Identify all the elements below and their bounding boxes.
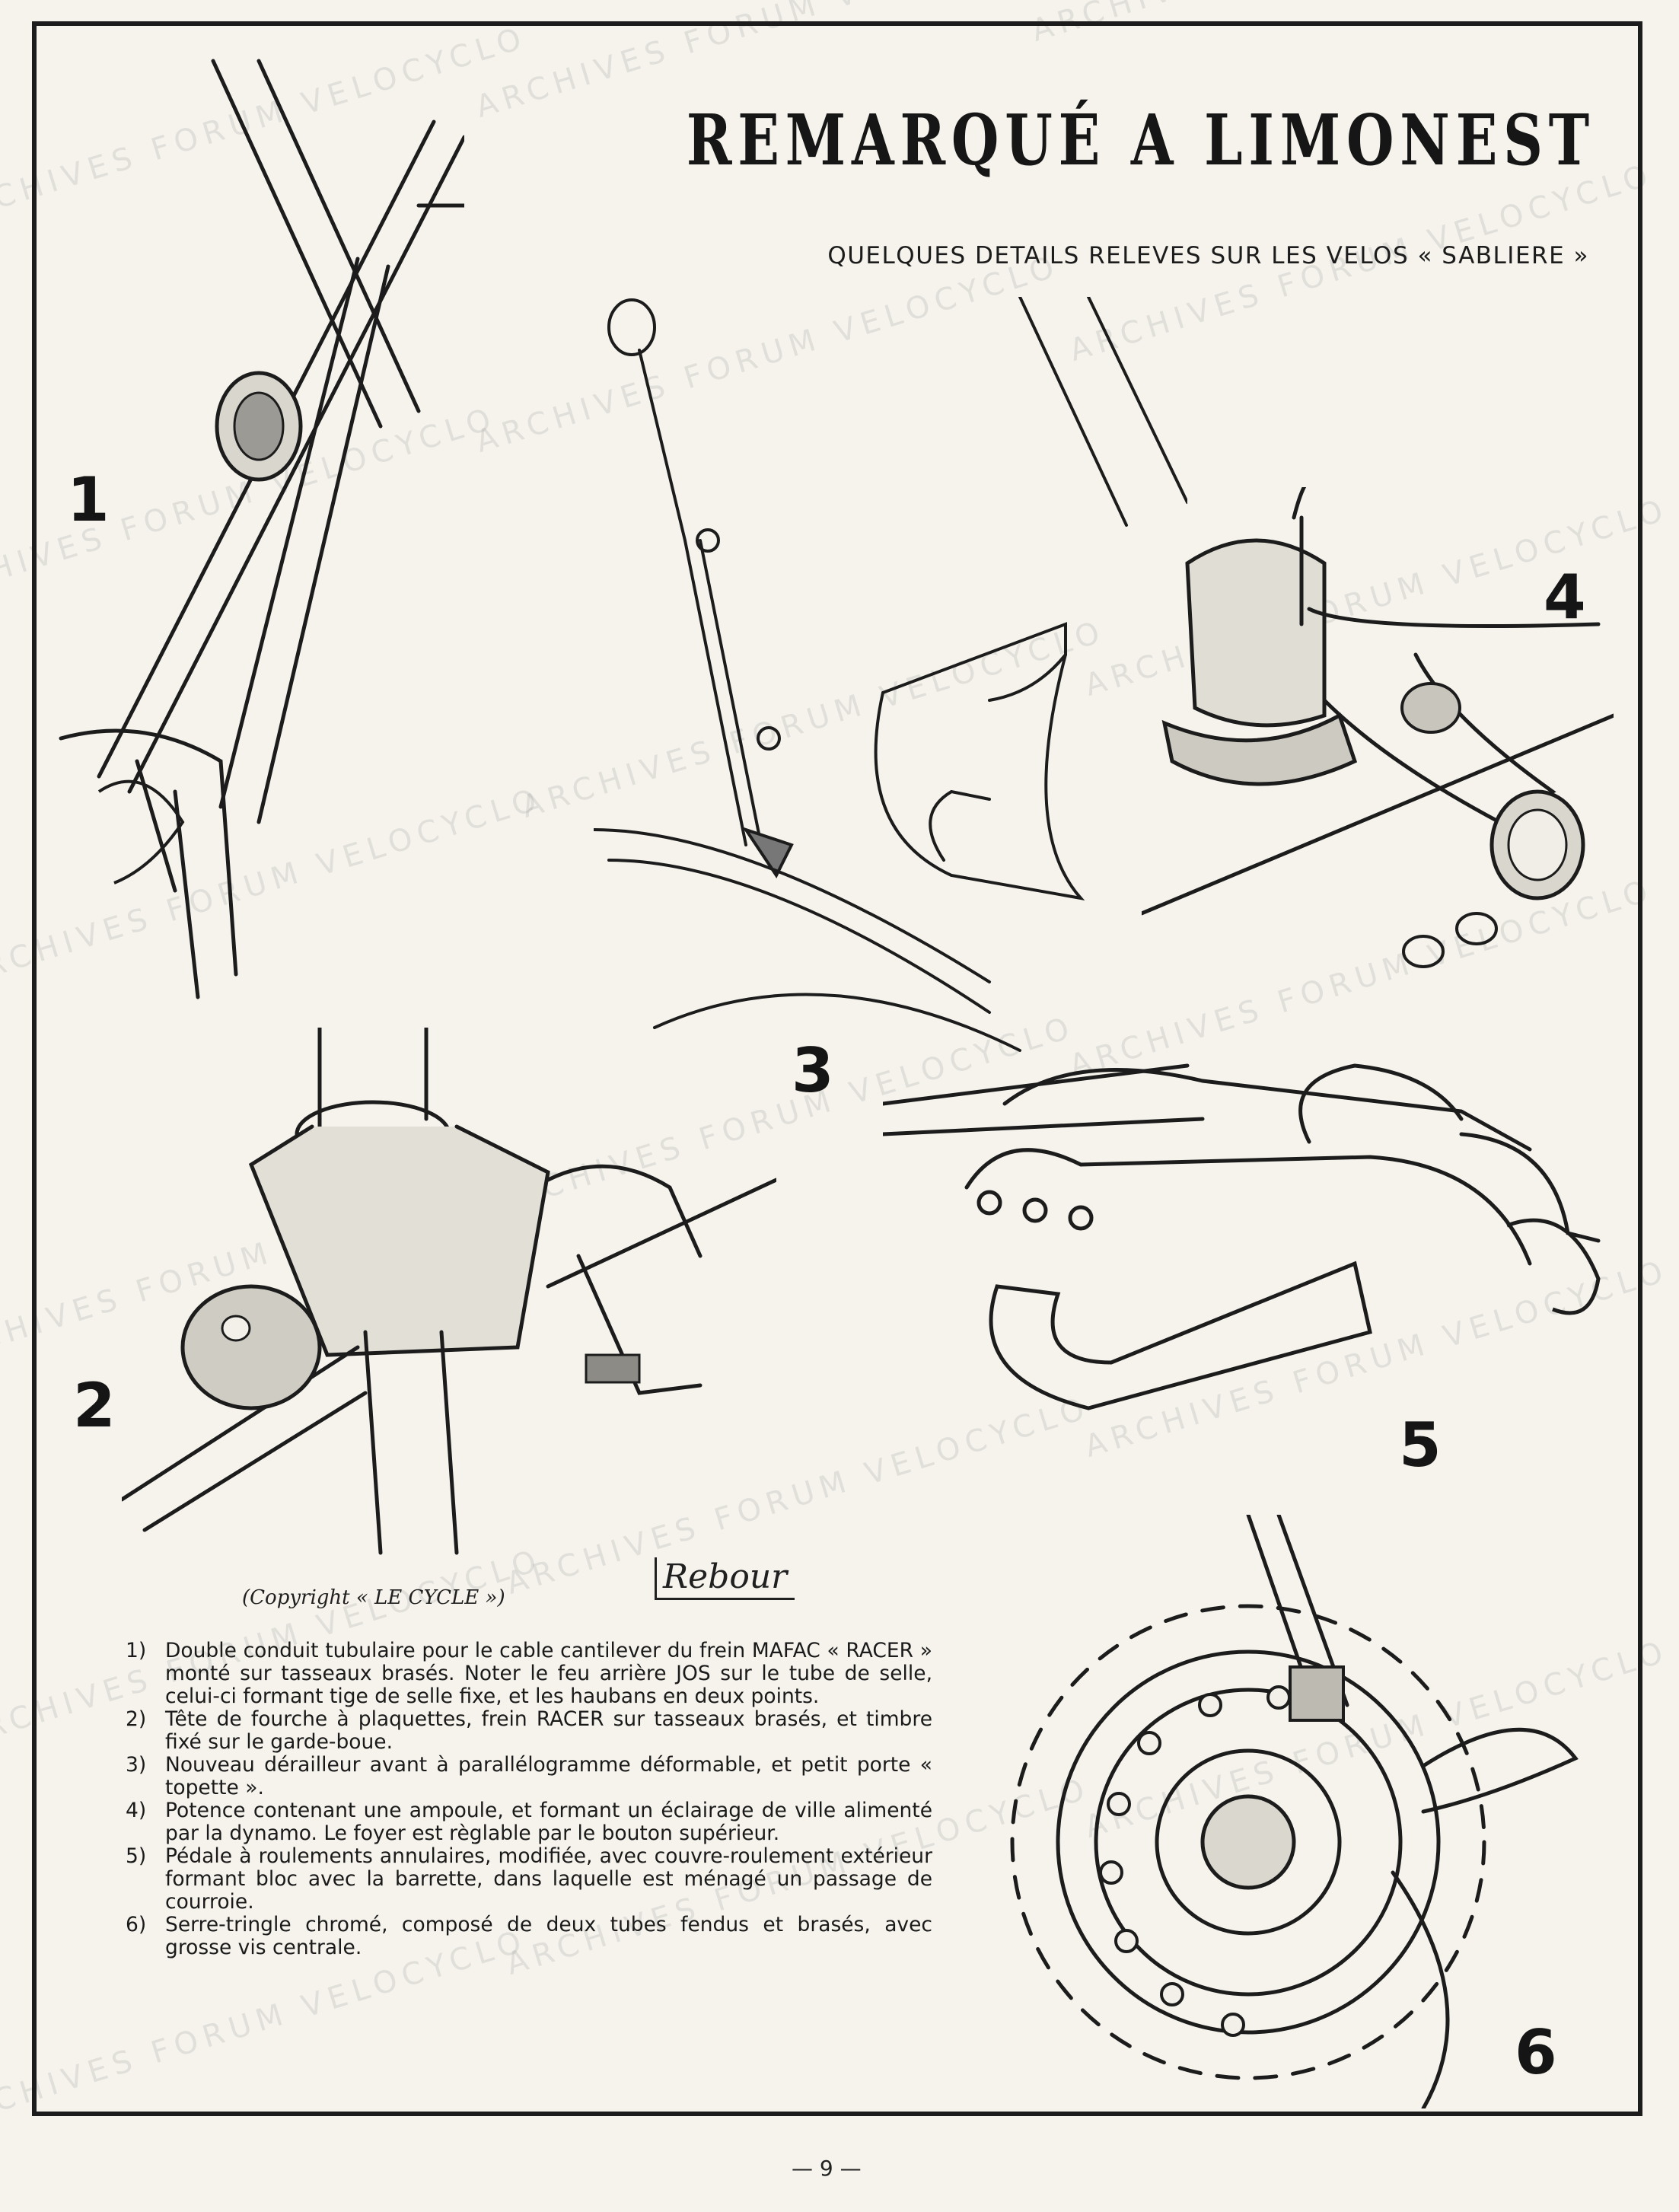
caption-item: 4) Potence contenant une ampoule, et for…: [126, 1799, 932, 1845]
bell-icon: [180, 1284, 322, 1410]
figure-number-1: 1: [67, 464, 110, 535]
illustration-pedal: [883, 1063, 1601, 1410]
copyright-note: (Copyright « LE CYCLE »): [242, 1586, 505, 1609]
page-number: — 9 —: [792, 2156, 862, 2181]
caption-item: 1) Double conduit tubulaire pour le cabl…: [126, 1640, 932, 1708]
caption-text: Tête de fourche à plaquettes, frein RACE…: [165, 1707, 932, 1754]
page-title: REMARQUÉ A LIMONEST: [686, 99, 1595, 181]
caption-number: 2): [126, 1707, 147, 1731]
illustration-freewheel: [1010, 1515, 1579, 2108]
figure-number-6: 6: [1515, 2017, 1557, 2088]
illustration-seat-cluster: [59, 59, 464, 999]
brake-pad-icon: [585, 1353, 641, 1384]
illustration-stem-light: [1142, 487, 1614, 968]
figure-number-5: 5: [1399, 1410, 1442, 1481]
figure-number-2: 2: [73, 1370, 116, 1441]
caption-list: 1) Double conduit tubulaire pour le cabl…: [126, 1640, 932, 1959]
page-subtitle: QUELQUES DETAILS RELEVES SUR LES VELOS «…: [827, 242, 1589, 269]
toe-clip-icon: [1506, 1218, 1601, 1315]
illustration-fork-crown: [122, 1028, 776, 1555]
caption-text: Pédale à roulements annulaires, modifiée…: [165, 1844, 932, 1914]
chain-icon: [1099, 1685, 1291, 2037]
caption-text: Nouveau dérailleur avant à parallélogram…: [165, 1753, 932, 1799]
page-border: [32, 21, 1642, 2116]
caption-number: 1): [126, 1639, 147, 1662]
caption-text: Serre-tringle chromé, composé de deux tu…: [165, 1913, 932, 1959]
adjust-knob-icon: [1400, 682, 1461, 734]
lamp-lens-icon: [1489, 789, 1585, 900]
caption-item: 5) Pédale à roulements annulaires, modif…: [126, 1845, 932, 1914]
illustration-front-derailleur: [594, 297, 1187, 1052]
caption-text: Double conduit tubulaire pour le cable c…: [165, 1639, 932, 1708]
caption-number: 5): [126, 1844, 147, 1868]
caption-number: 3): [126, 1753, 147, 1777]
caption-item: 6) Serre-tringle chromé, composé de deux…: [126, 1914, 932, 1959]
caption-number: 4): [126, 1799, 147, 1822]
caption-text: Potence contenant une ampoule, et forman…: [165, 1799, 932, 1845]
clamp-bolt-icon: [1289, 1665, 1345, 1722]
rear-light-icon: [215, 371, 303, 482]
caption-item: 2) Tête de fourche à plaquettes, frein R…: [126, 1708, 932, 1754]
figure-number-4: 4: [1544, 562, 1586, 633]
artist-signature: Rebour: [655, 1557, 795, 1600]
caption-item: 3) Nouveau dérailleur avant à parallélog…: [126, 1754, 932, 1799]
figure-number-3: 3: [792, 1035, 834, 1106]
caption-number: 6): [126, 1913, 147, 1936]
